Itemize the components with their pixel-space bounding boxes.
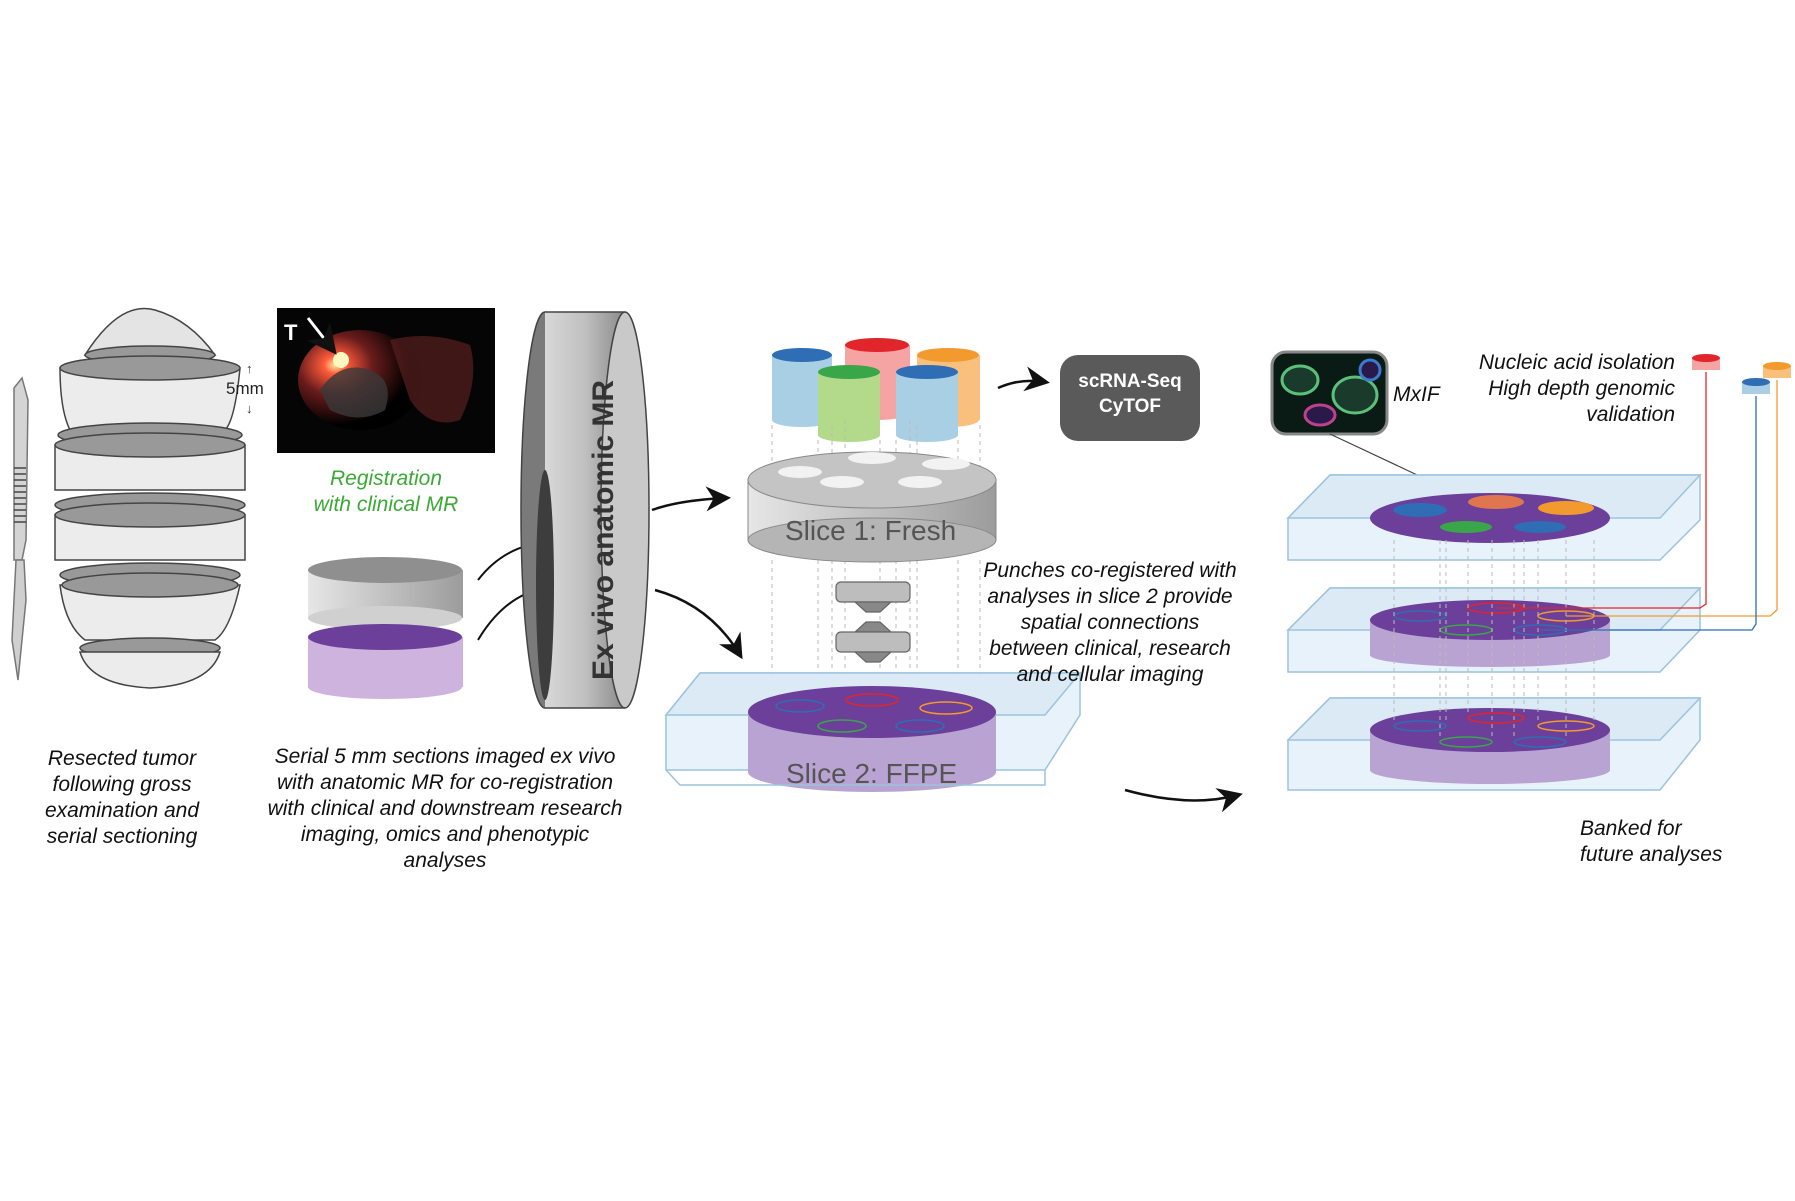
slice1-label: Slice 1: Fresh [785,515,956,546]
serial-line-4: imaging, omics and phenotypic [300,823,590,846]
cytof-label: CyTOF [1099,396,1161,417]
scale-label: 5mm [226,379,264,398]
mxif-label: MxIF [1393,383,1440,406]
nucleic-line-2: High depth genomic [1488,377,1675,400]
resected-line-3: examination and [44,799,200,822]
resected-caption: Resected tumor following gross examinati… [22,746,222,850]
resected-line-4: serial sectioning [46,825,198,848]
serial-line-5: analyses [403,849,487,872]
punches-line-3: spatial connections [1020,611,1200,634]
punches-line-2: analyses in slice 2 provide [987,585,1233,608]
bank-plate-bottom [1286,697,1702,791]
registration-line-1: Registration [329,467,443,490]
resected-line-2: following gross [52,773,192,796]
nucleic-acid-tubes [1692,354,1791,394]
registration-line-2: with clinical MR [313,493,459,516]
bank-plate-top [1286,474,1702,561]
genomic-connectors [1496,372,1778,631]
nucleic-caption: Nucleic acid isolation High depth genomi… [1460,350,1675,428]
serial-line-2: with anatomic MR for co-registration [276,771,614,794]
resected-line-1: Resected tumor [47,747,197,770]
punch-cylinder-blue-2 [896,365,958,442]
punches-line-5: and cellular imaging [1016,663,1204,686]
mxif-image [1270,350,1497,513]
punch-cylinders [772,338,980,442]
banked-caption: Banked for future analyses [1580,816,1760,868]
scrna-label: scRNA-Seq [1078,371,1181,392]
svg-text:↓: ↓ [246,401,253,416]
scrna-cytof-box: scRNA-Seq CyTOF [1060,355,1200,441]
scale-marker: ↑ ↓ 5mm [226,361,264,416]
punch-holder-icons [835,581,911,663]
arrow-to-slice2 [654,588,743,660]
serial-line-3: with clinical and downstream research [267,797,623,820]
serial-line-1: Serial 5 mm sections imaged ex vivo [274,745,616,768]
punches-caption: Punches co-registered with analyses in s… [965,558,1255,688]
clinical-mr-image: T [277,308,495,453]
banked-line-2: future analyses [1580,843,1723,866]
slice2-block: Slice 2: FFPE [664,672,1082,792]
nucleic-line-1: Nucleic acid isolation [1478,351,1675,374]
serial-caption: Serial 5 mm sections imaged ex vivo with… [245,744,645,874]
arrow-to-slice1 [651,486,731,512]
tumor-marker-label: T [284,320,298,345]
exvivo-mr-ring: Ex vivo anatomic MR [520,311,650,709]
punches-line-1: Punches co-registered with [983,559,1237,582]
nucleic-line-3: validation [1586,403,1675,426]
arrow-to-bank [1124,788,1243,813]
exvivo-label: Ex vivo anatomic MR [587,380,620,680]
registration-caption: Registration with clinical MR [286,466,486,518]
scalpel-icon [11,376,29,681]
punches-line-4: between clinical, research [989,637,1231,660]
banked-line-1: Banked for [1580,817,1682,840]
slice1-disc: Slice 1: Fresh [747,451,997,563]
bank-plate-middle [1286,587,1702,673]
sectioned-tumor [54,307,246,689]
svg-text:↑: ↑ [246,361,253,376]
serial-section-discs [308,557,463,699]
bank-guides [1393,540,1595,740]
punch-cylinder-green [818,365,880,442]
slice2-label: Slice 2: FFPE [786,758,957,789]
arrow-to-scrna [997,366,1050,392]
